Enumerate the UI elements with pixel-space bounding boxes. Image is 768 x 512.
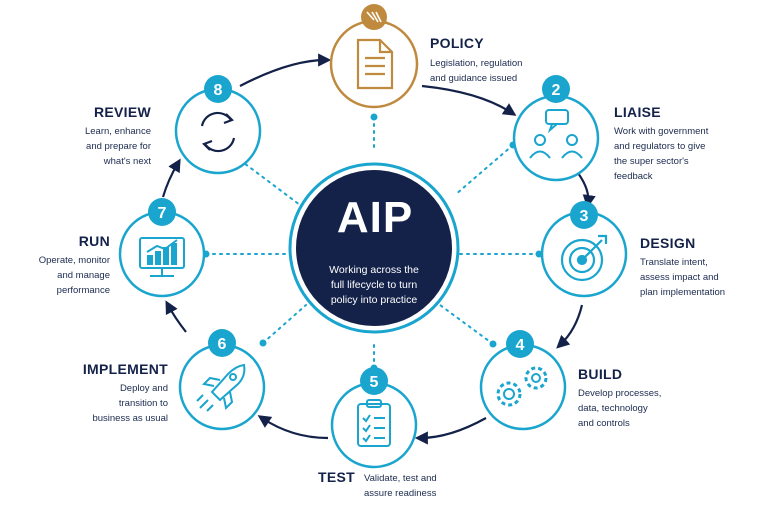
clipboard-checklist-icon <box>357 399 391 447</box>
step-desc-line: Legislation, regulation <box>430 58 523 69</box>
step-desc-run: Operate, monitor and manage performance <box>10 253 110 298</box>
rocket-icon <box>196 363 246 412</box>
step-title-policy: POLICY <box>430 35 484 51</box>
refresh-icon <box>200 111 236 153</box>
step-title-liaise: LIAISE <box>614 104 661 120</box>
step-circle-policy <box>329 4 419 109</box>
step-desc-line: and prepare for <box>86 141 151 152</box>
step-desc-line: performance <box>56 285 110 296</box>
step-title-design: DESIGN <box>640 235 696 251</box>
step-desc-line: Learn, enhance <box>84 126 151 137</box>
step-circle-run <box>118 198 206 298</box>
step-desc-line: and controls <box>578 418 630 429</box>
center-subtitle-line: Working across the <box>329 264 419 276</box>
step-desc-line: data, technology <box>578 403 648 414</box>
step-desc-line: Develop processes, <box>578 388 662 399</box>
step-circle-test <box>330 367 418 469</box>
step-desc-policy: Legislation, regulation and guidance iss… <box>430 56 522 86</box>
step-circle-review <box>174 75 262 175</box>
step-desc-line: what's next <box>103 156 151 167</box>
step-title-implement: IMPLEMENT <box>82 361 168 377</box>
step-number-implement: 6 <box>218 336 227 353</box>
step-desc-implement: Deploy and transition to business as usu… <box>60 381 168 426</box>
step-circle-liaise <box>512 75 600 182</box>
step-number-test: 5 <box>370 374 379 391</box>
chart-monitor-icon <box>139 237 185 277</box>
step-number-design: 3 <box>580 208 589 225</box>
step-circle-build <box>479 330 567 431</box>
step-circle-design <box>540 201 628 298</box>
step-desc-line: Validate, test and <box>364 473 437 484</box>
step-desc-build: Develop processes, data, technology and … <box>578 386 661 431</box>
step-number-run: 7 <box>158 205 167 222</box>
center-subtitle-line: policy into practice <box>330 294 418 306</box>
step-title-build: BUILD <box>578 366 623 382</box>
step-desc-line: and manage <box>57 270 110 281</box>
dotted-spokes <box>205 116 540 369</box>
logo-mark <box>366 11 382 23</box>
step-desc-line: assess impact and <box>640 272 719 283</box>
step-desc-line: Deploy and <box>119 383 168 394</box>
step-desc-line: business as usual <box>92 413 168 424</box>
center-title: AIP <box>336 193 414 242</box>
step-title-test: TEST <box>318 469 355 485</box>
step-desc-test: Validate, test and assure readiness <box>364 471 437 501</box>
step-desc-line: the super sector's <box>614 156 689 167</box>
step-number-review: 8 <box>214 82 223 99</box>
step-number-liaise: 2 <box>552 82 561 99</box>
step-desc-line: Operate, monitor <box>38 255 110 266</box>
step-desc-line: and guidance issued <box>430 73 518 84</box>
step-number-build: 4 <box>516 337 525 354</box>
step-desc-line: assure readiness <box>364 488 437 499</box>
step-desc-liaise: Work with government and regulators to g… <box>614 124 708 184</box>
target-icon <box>560 234 608 282</box>
center-subtitle: Working across the full lifecycle to tur… <box>312 263 436 308</box>
step-numbers: 2 3 4 5 6 7 8 <box>158 82 589 391</box>
people-chat-icon <box>529 109 583 159</box>
step-desc-line: Translate intent, <box>640 257 708 268</box>
step-title-run: RUN <box>78 233 110 249</box>
step-title-review: REVIEW <box>93 104 151 120</box>
center-hub <box>288 162 460 334</box>
document-icon <box>356 38 394 90</box>
step-circle-implement <box>178 329 266 431</box>
gears-icon <box>496 366 548 407</box>
step-desc-line: plan implementation <box>640 287 726 298</box>
step-desc-line: feedback <box>614 171 653 182</box>
step-desc-line: and regulators to give <box>614 141 706 152</box>
step-desc-line: transition to <box>118 398 168 409</box>
center-subtitle-line: full lifecycle to turn <box>330 279 418 291</box>
step-desc-design: Translate intent, assess impact and plan… <box>640 255 725 300</box>
step-desc-line: Work with government <box>614 126 709 137</box>
flow-arrows <box>161 53 596 445</box>
step-desc-review: Learn, enhance and prepare for what's ne… <box>50 124 151 169</box>
